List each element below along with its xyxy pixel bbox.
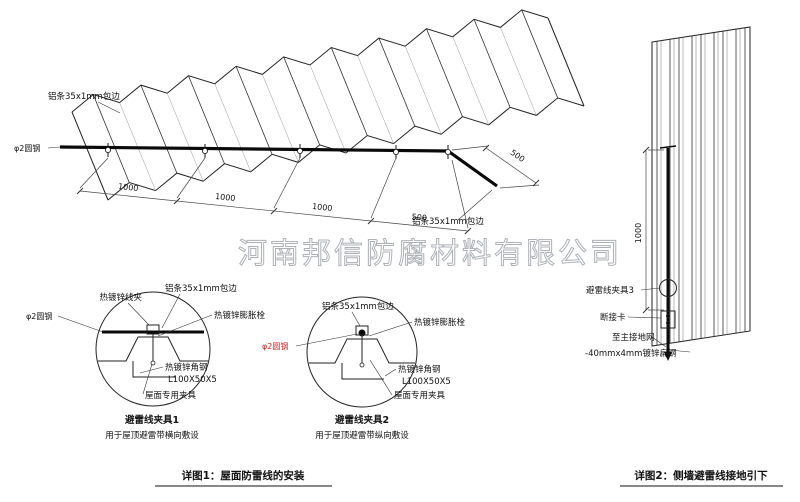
caption-detail-1: 详图1：屋面防雷线的安装 xyxy=(182,469,305,482)
label-angle-spec-2: L100X50X5 xyxy=(402,377,451,387)
dim-500-4: 500 xyxy=(411,212,427,223)
wall-dimension xyxy=(642,146,664,314)
dimension-chain xyxy=(76,157,472,235)
label-round-steel-main: φ2圆钢 xyxy=(14,143,40,153)
dim-1000-2: 1000 xyxy=(215,192,236,203)
ground-arrow xyxy=(664,352,672,361)
angle-steel-2 xyxy=(341,363,384,380)
watermark-text: 河南邦信防腐材料有限公司 xyxy=(238,236,622,270)
label-alu-2: 铝条35x1mm包边 xyxy=(322,301,394,312)
label-wall-clamp3: 避雷线夹具3 xyxy=(586,285,634,296)
roof-main-view: 1000 1000 1000 500 500 铝条35x1mm包边 铝条35x1… xyxy=(14,9,585,235)
detail-circle-2: 铝条35x1mm包边 热镀锌膨胀栓 φ2圆钢 热镀锌角钢 L100X50X5 屋… xyxy=(262,296,466,441)
caption-detail-2: 详图2：侧墙避雷线接地引下 xyxy=(634,469,768,482)
label-alu-strip-right: 铝条35x1mm包边 xyxy=(412,216,484,227)
detail2-title: 避雷线夹具2 xyxy=(335,414,389,426)
detail1-title: 避雷线夹具1 xyxy=(125,414,179,426)
label-angle-steel-2: 热镀锌角钢 xyxy=(398,364,441,375)
dim-500-right: 500 xyxy=(509,148,527,164)
detail2-subtitle: 用于屋顶避雷带纵向敷设 xyxy=(315,430,409,441)
label-wire-clip-1: 热镀锌线夹 xyxy=(99,292,142,303)
label-angle-spec-1: L100X50X5 xyxy=(168,375,217,385)
label-flat-steel: -40mmx4mm镀锌扁钢 xyxy=(585,348,676,359)
label-disconnect: 断接卡 xyxy=(600,312,626,323)
label-fixture-2: 屋面专用夹具 xyxy=(394,390,446,401)
label-to-ground: 至主接地网 xyxy=(612,332,655,343)
disconnect-link xyxy=(660,310,676,329)
dimension-right-500 xyxy=(451,144,540,189)
dim-wall-1000: 1000 xyxy=(634,223,643,243)
wall-view: 1000 避雷线夹具3 断接卡 至主接地网 -40mmx4mm镀锌扁钢 xyxy=(585,26,751,361)
dim-1000-1: 1000 xyxy=(118,182,139,193)
label-round-steel-2: φ2圆钢 xyxy=(262,341,288,351)
label-angle-steel-1: 热镀锌角钢 xyxy=(165,362,208,373)
label-alu-strip-top: 铝条35x1mm包边 xyxy=(48,91,120,102)
label-fixture-1: 屋面专用夹具 xyxy=(145,390,197,401)
detail1-subtitle: 用于屋顶避雷带横向敷设 xyxy=(105,430,199,441)
detail-circle-1: 热镀锌线夹 铝条35x1mm包边 热镀锌膨胀栓 φ2圆钢 热镀锌角钢 L100X… xyxy=(26,283,266,441)
wall-panel-outline xyxy=(651,26,751,347)
angle-steel-1 xyxy=(132,361,175,378)
label-alu-1: 铝条35x1mm包边 xyxy=(165,283,237,294)
wall-corrugation-lines xyxy=(656,27,746,346)
lightning-wire xyxy=(59,145,498,188)
wire-clamp-marks xyxy=(105,143,451,159)
label-round-steel-1: φ2圆钢 xyxy=(26,311,52,321)
dim-1000-3: 1000 xyxy=(312,202,333,213)
corrugated-roof-sheet xyxy=(71,9,585,201)
label-bolt-1: 热镀锌膨胀栓 xyxy=(214,310,266,321)
label-bolt-2: 热镀锌膨胀栓 xyxy=(414,317,466,328)
